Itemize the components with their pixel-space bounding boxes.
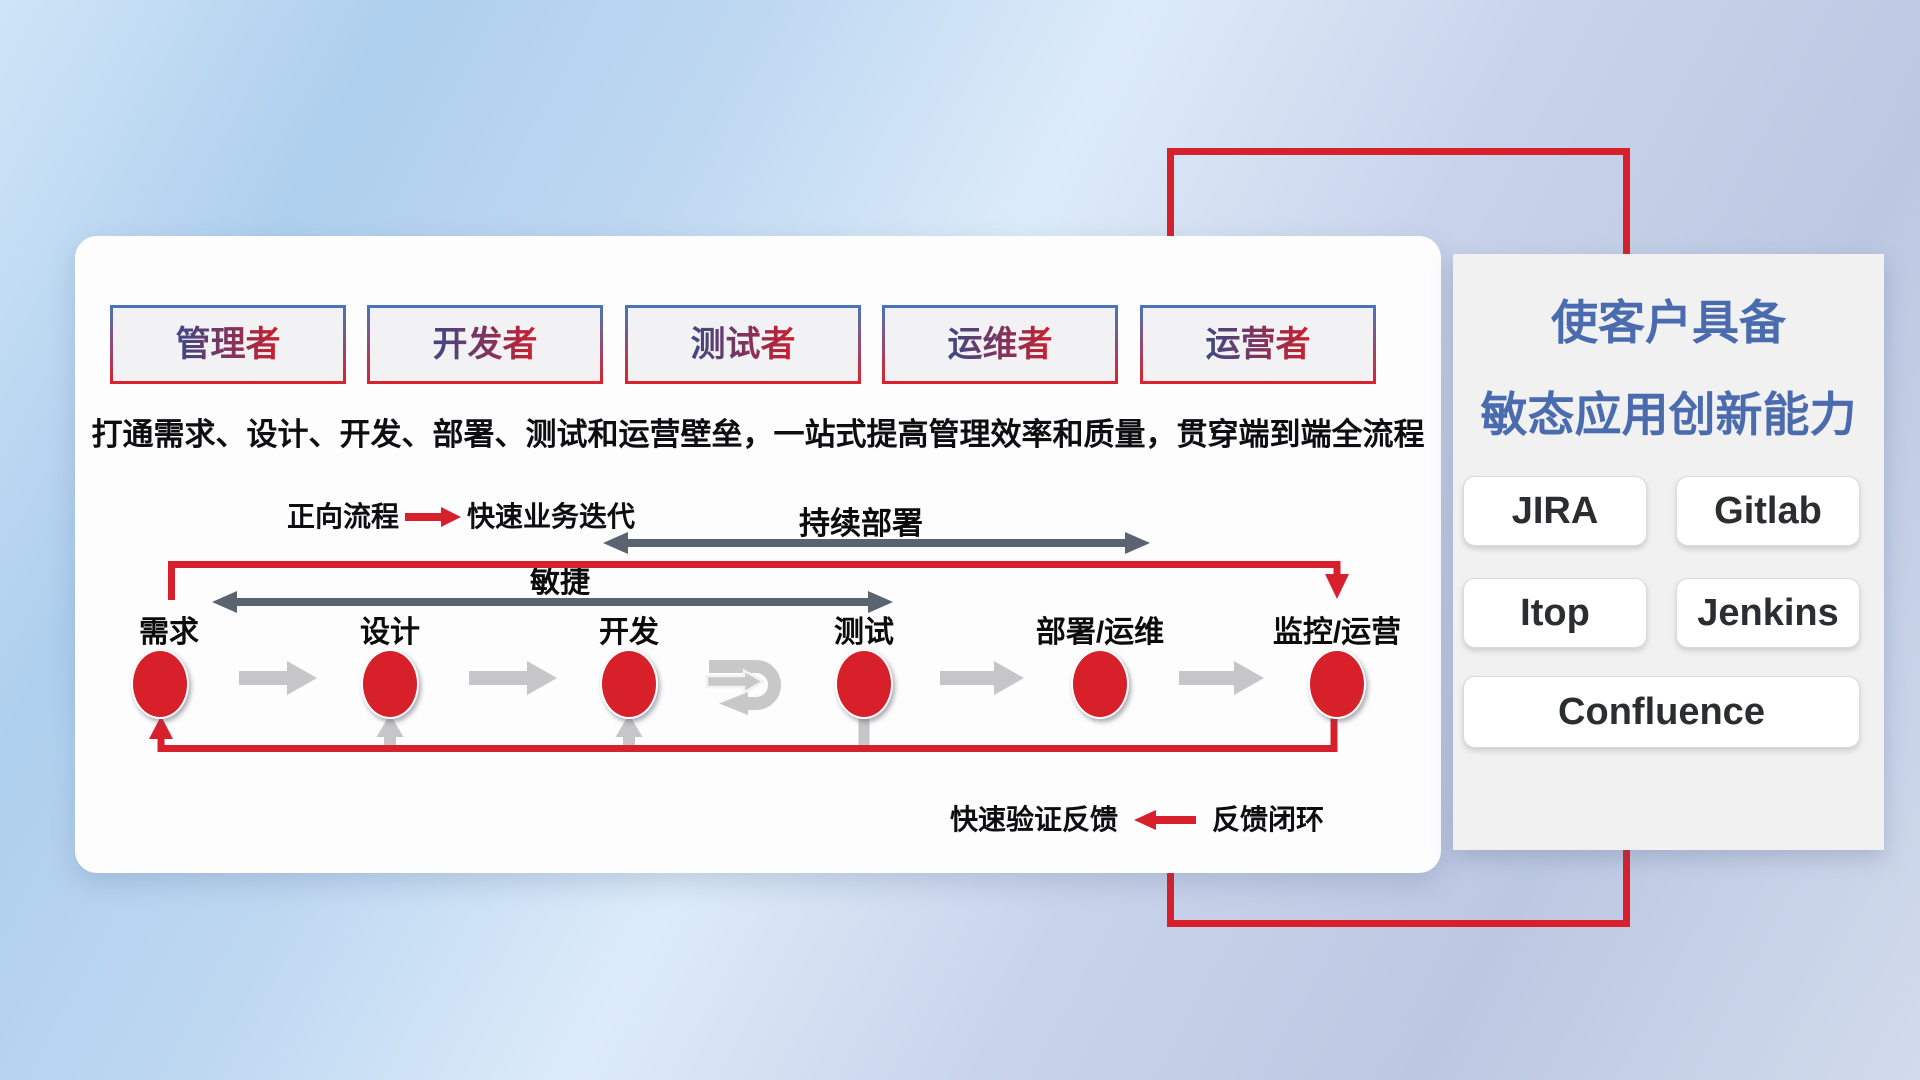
tool-button-confluence[interactable]: Confluence: [1463, 676, 1860, 748]
feedback-arrow-icon: [1134, 810, 1197, 830]
forward-flow-label: 正向流程: [287, 501, 400, 532]
role-box-ops: 运维者: [882, 305, 1118, 384]
role-box-developer: 开发者: [367, 305, 603, 384]
right-panel: 使客户具备 敏态应用创新能力 JIRA Gitlab Itop Jenkins …: [1453, 254, 1884, 850]
stage-label-develop: 开发: [599, 616, 659, 649]
stage-label-requirement: 需求: [139, 616, 199, 649]
feedback-label: 快速验证反馈: [950, 804, 1119, 835]
tool-button-itop[interactable]: Itop: [1463, 578, 1647, 648]
devops-flow-card: 管理者 开发者 测试者 运维者 运营者 打通需求、设计、开发、部署、测试和运营壁…: [75, 236, 1441, 873]
role-box-tester: 测试者: [625, 305, 861, 384]
stage-node-develop: [600, 649, 658, 719]
role-box-operator: 运营者: [1140, 305, 1376, 384]
tool-button-jenkins[interactable]: Jenkins: [1676, 578, 1860, 648]
continuous-deployment-label: 持续部署: [799, 506, 923, 541]
stage-label-monitor-op: 监控/运营: [1272, 616, 1402, 649]
stage-node-design: [361, 649, 419, 719]
stage-label-deploy-ops: 部署/运维: [1035, 616, 1165, 649]
panel-title-line2: 敏态应用创新能力: [1480, 388, 1857, 441]
panel-title-line1: 使客户具备: [1551, 296, 1786, 349]
stage-node-requirement: [131, 649, 189, 719]
agile-label: 敏捷: [530, 566, 590, 599]
subtitle-text: 打通需求、设计、开发、部署、测试和运营壁垒，一站式提高管理效率和质量，贯穿端到端…: [91, 417, 1425, 452]
tool-button-jira[interactable]: JIRA: [1463, 476, 1647, 546]
feedback-desc: 反馈闭环: [1212, 804, 1325, 835]
forward-flow-legend: 正向流程 快速业务迭代: [287, 500, 635, 534]
forward-arrow-icon: [405, 507, 462, 527]
stage-node-test: [835, 649, 893, 719]
stage-label-design: 设计: [360, 616, 420, 649]
stage-node-deploy-ops: [1071, 649, 1129, 719]
forward-flow-desc: 快速业务迭代: [467, 501, 636, 532]
stage-node-monitor-op: [1308, 649, 1366, 719]
role-box-manager: 管理者: [110, 305, 346, 384]
tool-button-gitlab[interactable]: Gitlab: [1676, 476, 1860, 546]
stage-label-test: 测试: [834, 616, 894, 649]
feedback-legend: 快速验证反馈 反馈闭环: [950, 803, 1324, 837]
